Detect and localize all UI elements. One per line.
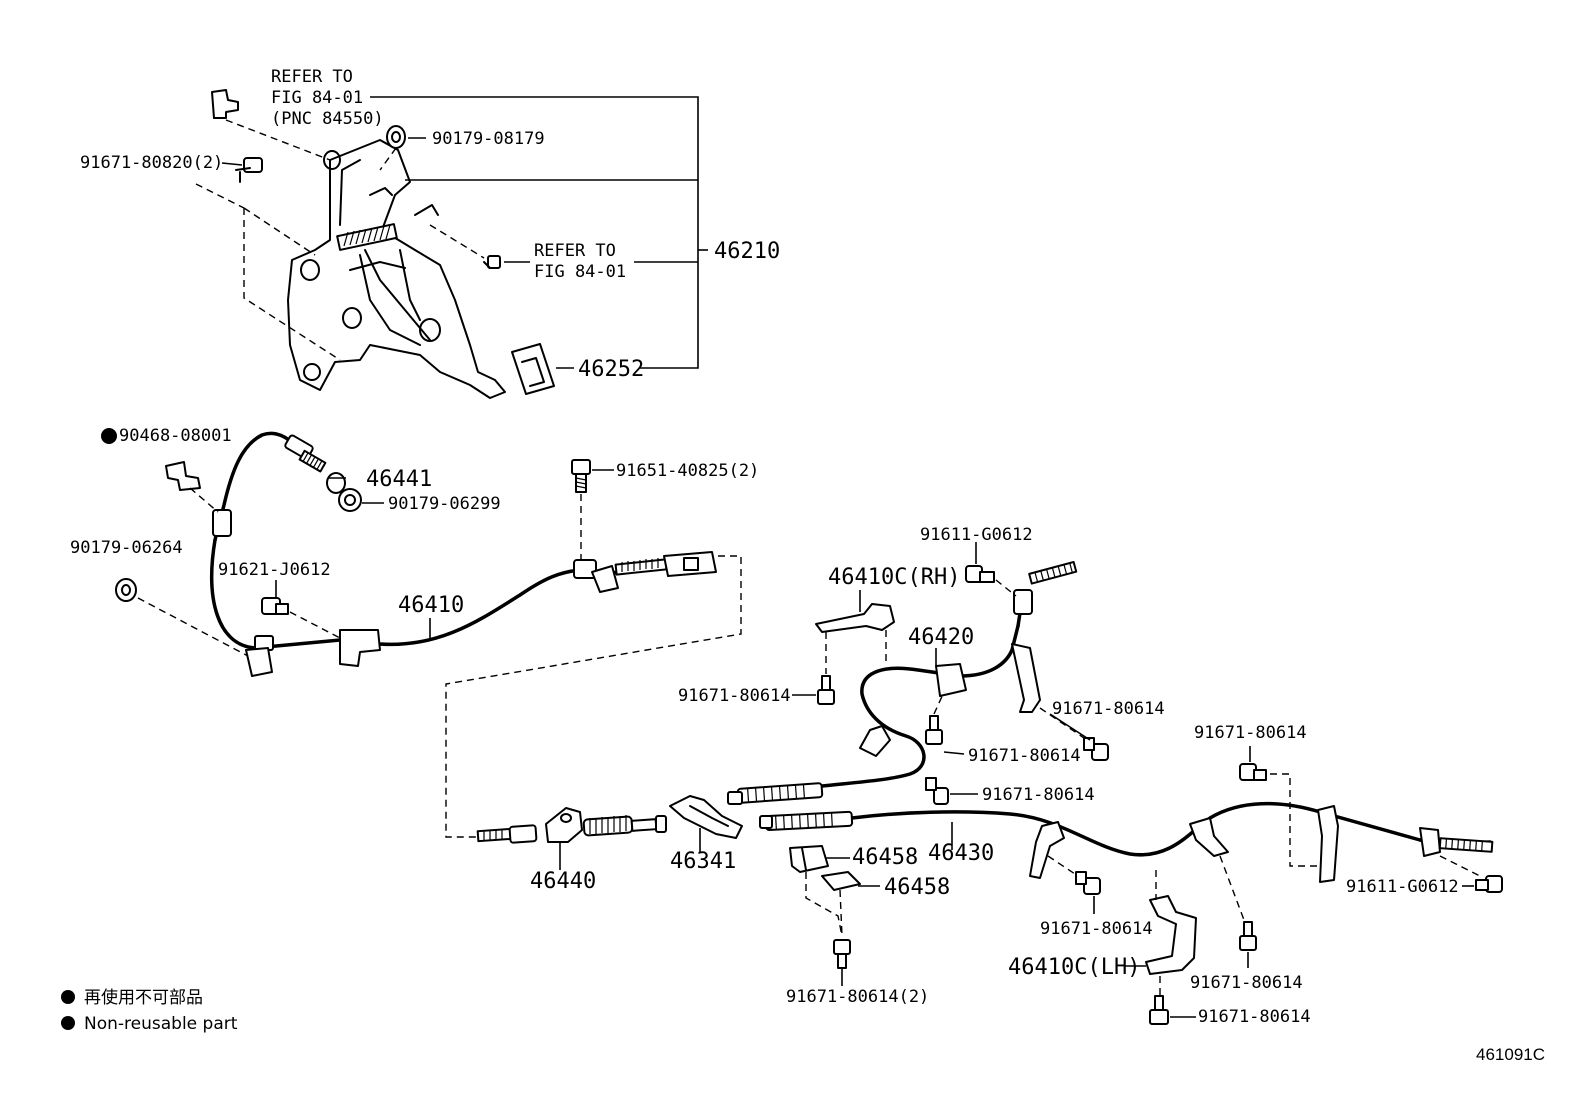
svg-text:90468-08001: 90468-08001 [119,426,232,446]
label-46341: 46341 [670,849,736,874]
label-91611-G0612-right: 91611-G0612 [1346,877,1459,897]
rear-cable-lh-46430 [759,801,1494,883]
label-91671-80614-f: 91671-80614 [1190,973,1303,993]
nut-90179-08179 [386,125,406,149]
nut-90179-06299 [338,488,362,512]
pad-46252 [511,343,555,395]
non-reusable-bullet-icon [61,1016,75,1030]
label-46430: 46430 [928,841,994,866]
label-91671-80614-g: 91671-80614 [1194,723,1307,743]
label-91671-80614-b: 91671-80614 [968,746,1081,766]
clip-46458-b [821,871,861,891]
label-46440: 46440 [530,869,596,894]
label-46458-a: 46458 [852,845,918,870]
bolt-91671-80614-d [925,777,949,805]
bolt-91671-80614-g [1239,763,1267,781]
svg-text:REFER TO: REFER TO [534,241,616,261]
label-46458-b: 46458 [884,875,950,900]
bolt-91671-80614-f [1239,921,1257,951]
bolt-91651-40825 [571,459,591,493]
clip-46458-a [789,845,829,873]
bolt-91621-J0612 [261,597,289,615]
adjuster-46440 [476,807,667,844]
svg-text:FIG 84-01: FIG 84-01 [534,262,626,282]
bolt-91611-G0612-top [965,565,995,583]
label-91671-80614-e: 91671-80614 [1040,919,1153,939]
clip-refer-84550 [211,89,239,119]
legend-jp: 再使用不可部品 [84,987,203,1008]
nut-90179-06264 [115,578,137,602]
front-cable-46410 [210,431,717,677]
bolt-91671-80614-2 [833,939,851,969]
return-spring [336,223,398,251]
label-90179-06264: 90179-06264 [70,538,183,558]
label-46210: 46210 [714,239,780,264]
bracket-46410C-LH [1145,895,1197,975]
label-46410C-LH: 46410C(LH) [1008,955,1140,980]
rear-cable-rh-46420 [727,560,1078,805]
bolt-91611-G0612-right [1475,875,1503,893]
label-91671-80614-a: 91671-80614 [678,686,791,706]
label-91671-80614-2: 91671-80614(2) [786,987,929,1007]
bracket-46410C-RH [815,603,895,633]
nut-46441 [326,472,346,494]
label-91621-J0612: 91621-J0612 [218,560,331,580]
label-91671-80614-h: 91671-80614 [1198,1007,1311,1027]
label-91671-80614-c: 91671-80614 [1052,699,1165,719]
clip-90468-08001 [165,461,201,491]
svg-text:(PNC 84550): (PNC 84550) [271,109,384,129]
bolt-refer-fig-84-01 [483,255,501,269]
figure-code: 461091C [1476,1045,1545,1064]
label-46410: 46410 [398,593,464,618]
label-90179-08179: 90179-08179 [432,129,545,149]
label-90179-06299: 90179-06299 [388,494,501,514]
bolt-91671-80614-h [1149,995,1169,1025]
bolt-91671-80614-b [925,715,943,745]
svg-text:REFER TO: REFER TO [271,67,353,87]
label-91651-40825: 91651-40825(2) [616,461,759,481]
retainer-46341 [669,795,743,839]
bolt-91671-80820 [235,157,263,183]
non-reusable-bullet-icon [61,990,75,1004]
pedal-assembly-46210 [287,139,506,399]
label-refer-to-84-01: REFER TO FIG 84-01 [534,241,626,282]
bolt-91671-80614-c [1083,737,1109,761]
legend-en: Non-reusable part [84,1014,238,1034]
label-91671-80820: 91671-80820(2) [80,153,223,173]
label-46252: 46252 [578,357,644,382]
bolt-91671-80614-a [817,675,835,705]
label-91611-G0612-top: 91611-G0612 [920,525,1033,545]
label-46420: 46420 [908,625,974,650]
label-refer-to-84550: REFER TO FIG 84-01 (PNC 84550) [271,67,384,129]
label-90468-08001: 90468-08001 [101,426,232,446]
label-46410C-RH: 46410C(RH) [828,565,960,590]
svg-text:FIG 84-01: FIG 84-01 [271,88,363,108]
bolt-91671-80614-e [1075,871,1101,895]
label-46441: 46441 [366,467,432,492]
label-91671-80614-d: 91671-80614 [982,785,1095,805]
legend: 再使用不可部品 Non-reusable part [61,987,238,1034]
